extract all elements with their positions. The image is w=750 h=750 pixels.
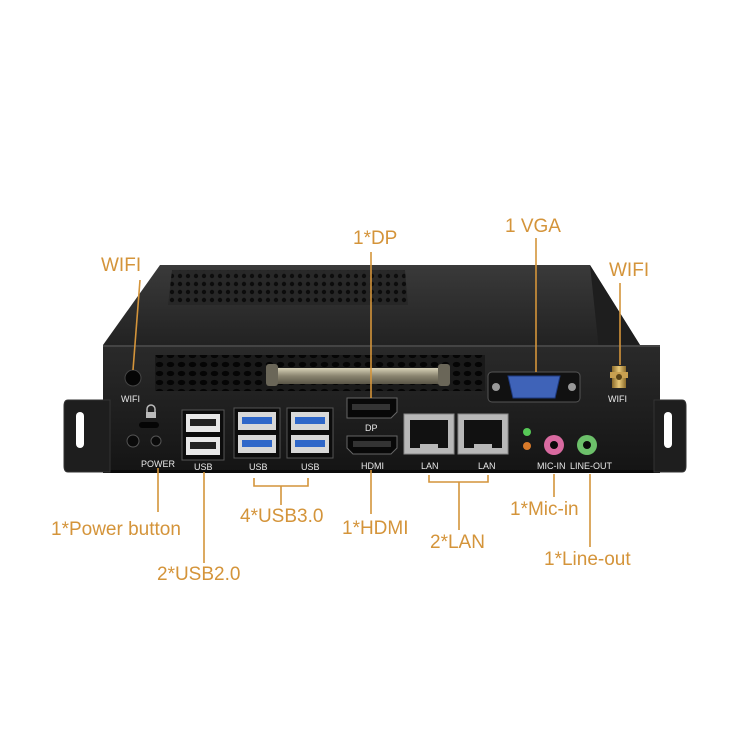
lock-icon — [146, 404, 156, 418]
panel-label-lan-a: LAN — [421, 461, 439, 471]
panel-label-wifi-left: WIFI — [121, 394, 140, 404]
panel-label-mic-in: MIC-IN — [537, 461, 566, 471]
status-led-orange — [523, 442, 531, 450]
mounting-bracket-left — [63, 399, 111, 473]
callout-dp: 1*DP — [353, 228, 398, 249]
callout-leader-lines — [132, 238, 621, 563]
displayport — [346, 397, 398, 419]
panel-label-dp: DP — [365, 423, 378, 433]
ethernet-port-icon — [403, 413, 509, 455]
callout-usb2: 2*USB2.0 — [157, 564, 241, 585]
reset-button[interactable] — [150, 435, 162, 447]
usb3-port-stack-1 — [233, 407, 281, 459]
mounting-bracket-right — [653, 399, 687, 473]
panel-label-usb-c: USB — [301, 462, 320, 472]
callout-mic-in: 1*Mic-in — [510, 499, 579, 520]
wifi-antenna-left — [124, 369, 142, 387]
callout-lan: 2*LAN — [430, 532, 485, 553]
panel-label-lan-b: LAN — [478, 461, 496, 471]
callout-usb3: 4*USB3.0 — [240, 506, 324, 527]
audio-jack-icon — [544, 435, 597, 455]
vga-port-icon — [487, 371, 581, 403]
panel-label-usb-b: USB — [249, 462, 268, 472]
wifi-antenna-icon — [610, 366, 628, 388]
callout-vga: 1 VGA — [505, 216, 561, 237]
power-button[interactable] — [126, 434, 140, 448]
hdmi-port — [346, 435, 398, 455]
panel-label-wifi-right: WIFI — [608, 394, 627, 404]
panel-label-power: POWER — [141, 459, 176, 469]
kensington-slot — [139, 422, 159, 428]
front-handle — [266, 364, 450, 386]
panel-label-line-out: LINE-OUT — [570, 461, 613, 471]
callout-hdmi: 1*HDMI — [342, 518, 409, 539]
status-led-green — [523, 428, 531, 436]
callout-power-button: 1*Power button — [51, 519, 181, 540]
panel-label-hdmi: HDMI — [361, 461, 384, 471]
usb3-port-stack-2 — [286, 407, 334, 459]
callout-line-out: 1*Line-out — [544, 549, 631, 570]
panel-label-usb-a: USB — [194, 462, 213, 472]
usb2-port-stack — [181, 409, 225, 461]
callout-wifi-right: WIFI — [609, 260, 650, 281]
callout-wifi-left: WIFI — [101, 255, 142, 276]
